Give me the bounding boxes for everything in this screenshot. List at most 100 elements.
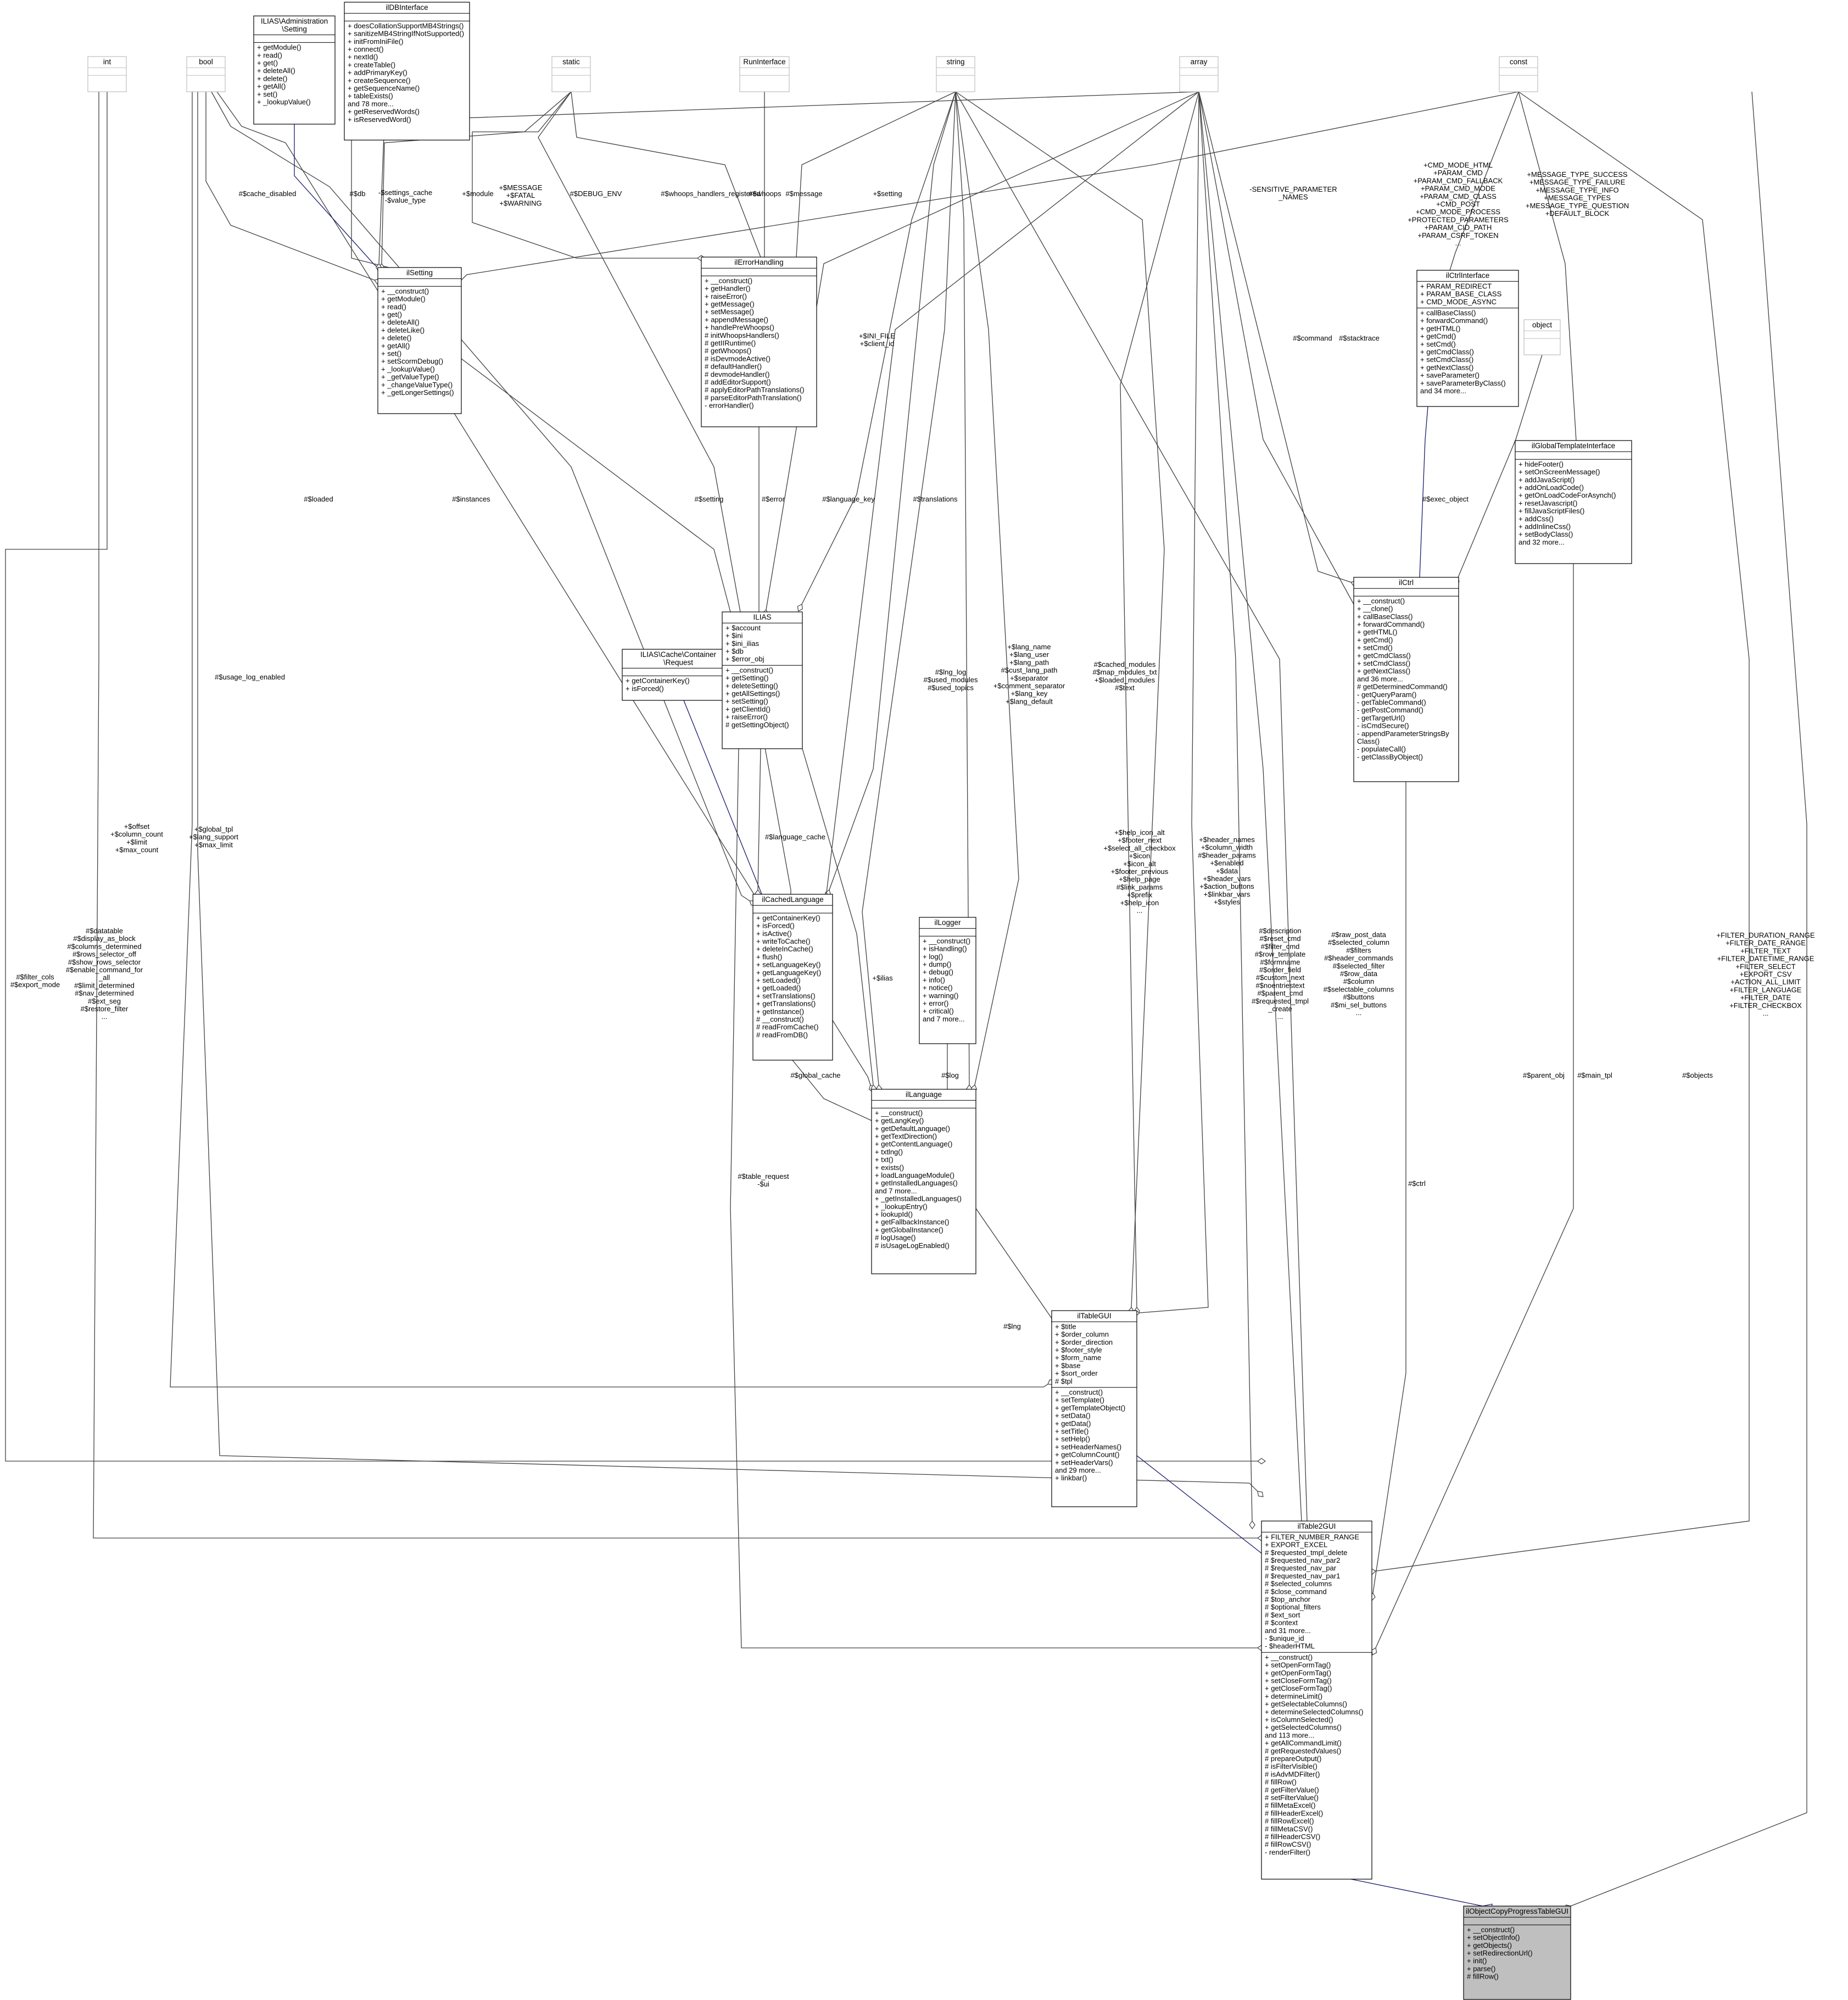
edge-label-line: +PARAM_CMD <box>1433 169 1483 177</box>
attribute: - $unique_id <box>1265 1634 1304 1642</box>
edge-label-line: +$icon_alt <box>1123 860 1156 868</box>
attribute: # $top_anchor <box>1265 1595 1311 1603</box>
class-name-text: string <box>946 58 964 66</box>
class-node-iltable2gui[interactable]: ilTable2GUI+ FILTER_NUMBER_RANGE+ EXPORT… <box>1261 1520 1372 1880</box>
edge-label-line: +FILTER_LANGUAGE <box>1730 985 1802 994</box>
edge-label-line: +$max_limit <box>194 840 233 849</box>
method: + hideFooter() <box>1518 460 1564 468</box>
edge-label-line: #$instances <box>452 495 490 503</box>
method: + loadLanguageModule() <box>875 1171 954 1179</box>
association-edge-11 <box>472 91 697 258</box>
method: + getInstalledLanguages() <box>875 1179 958 1187</box>
method: # fillHeaderExcel() <box>1265 1809 1323 1817</box>
class-node-ilias[interactable]: ILIAS+ $account+ $ini+ $ini_ilias+ $db+ … <box>722 611 803 749</box>
edge-label-line: #$selected_filter <box>1333 962 1385 970</box>
class-name: int <box>103 58 111 66</box>
edge-label-e28: +$offset+$column_count+$limit+$max_count <box>110 822 163 854</box>
method: + debug() <box>923 968 953 976</box>
class-node-object[interactable]: object <box>1523 319 1561 355</box>
edge-label-line: #$exec_object <box>1422 495 1469 503</box>
method: + notice() <box>923 984 953 992</box>
class-node-ilcachedlanguage[interactable]: ilCachedLanguage+ getContainerKey()+ isF… <box>752 894 833 1061</box>
class-name-text: static <box>562 58 580 66</box>
method: + parse() <box>1467 1964 1495 1973</box>
edge-label-line: ... <box>1356 1009 1362 1017</box>
edge-label-line: +$comment_separator <box>993 682 1065 690</box>
class-node-string[interactable]: string <box>936 56 975 92</box>
method: + getContentLanguage() <box>875 1140 952 1148</box>
class-name-text: RunInterface <box>743 58 785 66</box>
method: + isForced() <box>626 684 664 693</box>
class-name: ilCtrlInterface <box>1446 271 1490 280</box>
class-node-ilsetting[interactable]: ilSetting+ __construct()+ getModule()+ r… <box>377 267 462 414</box>
method: # fillRowExcel() <box>1265 1817 1314 1825</box>
attribute: + $order_column <box>1055 1330 1109 1339</box>
method: + isColumnSelected() <box>1265 1715 1333 1724</box>
class-name-line: \Setting <box>282 25 307 33</box>
attribute: - $headerHTML <box>1265 1642 1315 1650</box>
edge-label-line: +$prefix <box>1127 891 1153 899</box>
method: + setTitle() <box>1055 1427 1088 1435</box>
method: + setCmdClass() <box>1420 355 1473 364</box>
method-list: + __construct()+ setTemplate()+ getTempl… <box>1055 1388 1125 1482</box>
attribute: + $ini <box>725 632 743 640</box>
method: + setObjectInfo() <box>1467 1934 1520 1942</box>
method: + _getInstalledLanguages() <box>875 1195 962 1203</box>
edge-label-line: #$loaded <box>304 495 333 503</box>
attribute: # $requested_tmpl_delete <box>1265 1548 1347 1557</box>
method: + getReservedWords() <box>348 108 420 116</box>
edge-label-line: #$db <box>350 190 366 198</box>
method: - getTableCommand() <box>1357 698 1426 706</box>
method: + resetJavascript() <box>1518 499 1577 507</box>
edge-label-line: +FILTER_DATE_RANGE <box>1726 939 1806 947</box>
class-node-int[interactable]: int <box>87 56 127 92</box>
class-node-ilerrorhandling[interactable]: ilErrorHandling+ __construct()+ getHandl… <box>701 257 817 427</box>
association-edge-40 <box>730 748 1258 1648</box>
method: + get() <box>381 310 402 319</box>
method-list: + __construct()+ getHandler()+ raiseErro… <box>705 276 805 409</box>
class-node-runinterface[interactable]: RunInterface <box>739 56 790 92</box>
edge-label-line: #$noentriestext <box>1256 981 1305 989</box>
method-list: + __construct()+ setObjectInfo()+ getObj… <box>1467 1925 1533 1980</box>
edge-label-line: #$mi_sel_buttons <box>1331 1001 1387 1009</box>
class-node-ilglobaltemplateinterface[interactable]: ilGlobalTemplateInterface+ hideFooter()+… <box>1515 440 1632 564</box>
attribute: + FILTER_NUMBER_RANGE <box>1265 1533 1359 1541</box>
method: + handlePreWhoops() <box>705 324 774 332</box>
method: + _getValueType() <box>381 373 439 381</box>
class-node-ilctrl[interactable]: ilCtrl+ __construct()+ __clone()+ callBa… <box>1353 577 1459 782</box>
edge-label-line: #$enable_command_for <box>66 966 143 974</box>
class-name: RunInterface <box>743 58 785 66</box>
class-name: array <box>1191 58 1208 66</box>
edge-label-line: +$lang_key <box>1011 689 1048 698</box>
method: + dump() <box>923 960 951 968</box>
class-node-array[interactable]: array <box>1179 56 1219 92</box>
method: + __construct() <box>1357 597 1405 605</box>
method: + get() <box>257 59 278 67</box>
class-node-dbinterface[interactable]: ilDBInterface+ doesCollationSupportMB4St… <box>344 2 470 141</box>
class-node-illanguage[interactable]: ilLanguage+ __construct()+ getLangKey()+… <box>871 1089 976 1274</box>
attribute: # $selected_columns <box>1265 1580 1332 1588</box>
class-node-ilobjectcopyprogresstablegui[interactable]: ilObjectCopyProgressTableGUI+ __construc… <box>1463 1906 1571 2000</box>
class-node-ilctrlinterface[interactable]: ilCtrlInterface+ PARAM_REDIRECT+ PARAM_B… <box>1416 270 1519 407</box>
method: + warning() <box>923 991 958 1000</box>
method: + forwardCommand() <box>1420 316 1488 325</box>
method: # devmodeHandler() <box>705 370 770 378</box>
class-node-iltablegui[interactable]: ilTableGUI+ $title+ $order_column+ $orde… <box>1051 1310 1137 1507</box>
method-list: + __construct()+ getModule()+ read()+ ge… <box>381 287 454 397</box>
attribute-list: + $account+ $ini+ $ini_ilias+ $db+ $erro… <box>725 623 764 663</box>
class-node-request[interactable]: ILIAS\Cache\Container\Request+ getContai… <box>622 649 735 701</box>
edge-label-e36: #$description#$reset_cmd#$filter_cmd#$ro… <box>1252 927 1309 1021</box>
association-edge-31 <box>1450 91 1519 270</box>
edge-label-line: +$lang_name <box>1007 643 1051 651</box>
method: + getDefaultLanguage() <box>875 1124 950 1133</box>
attribute: + $form_name <box>1055 1353 1101 1362</box>
method: # addEditorSupport() <box>705 378 771 386</box>
class-node-bool[interactable]: bool <box>186 56 226 92</box>
class-node-static[interactable]: static <box>551 56 591 92</box>
edge-label-line: +CMD_POST <box>1436 200 1480 208</box>
method: # getFilterValue() <box>1265 1786 1319 1794</box>
class-node-const[interactable]: const <box>1499 56 1538 92</box>
class-node-setting_admin[interactable]: ILIAS\Administration\Setting+ getModule(… <box>253 15 336 125</box>
association-edge-47 <box>1373 782 1406 1593</box>
class-node-illogger[interactable]: ilLogger+ __construct()+ isHandling()+ l… <box>919 917 976 1044</box>
